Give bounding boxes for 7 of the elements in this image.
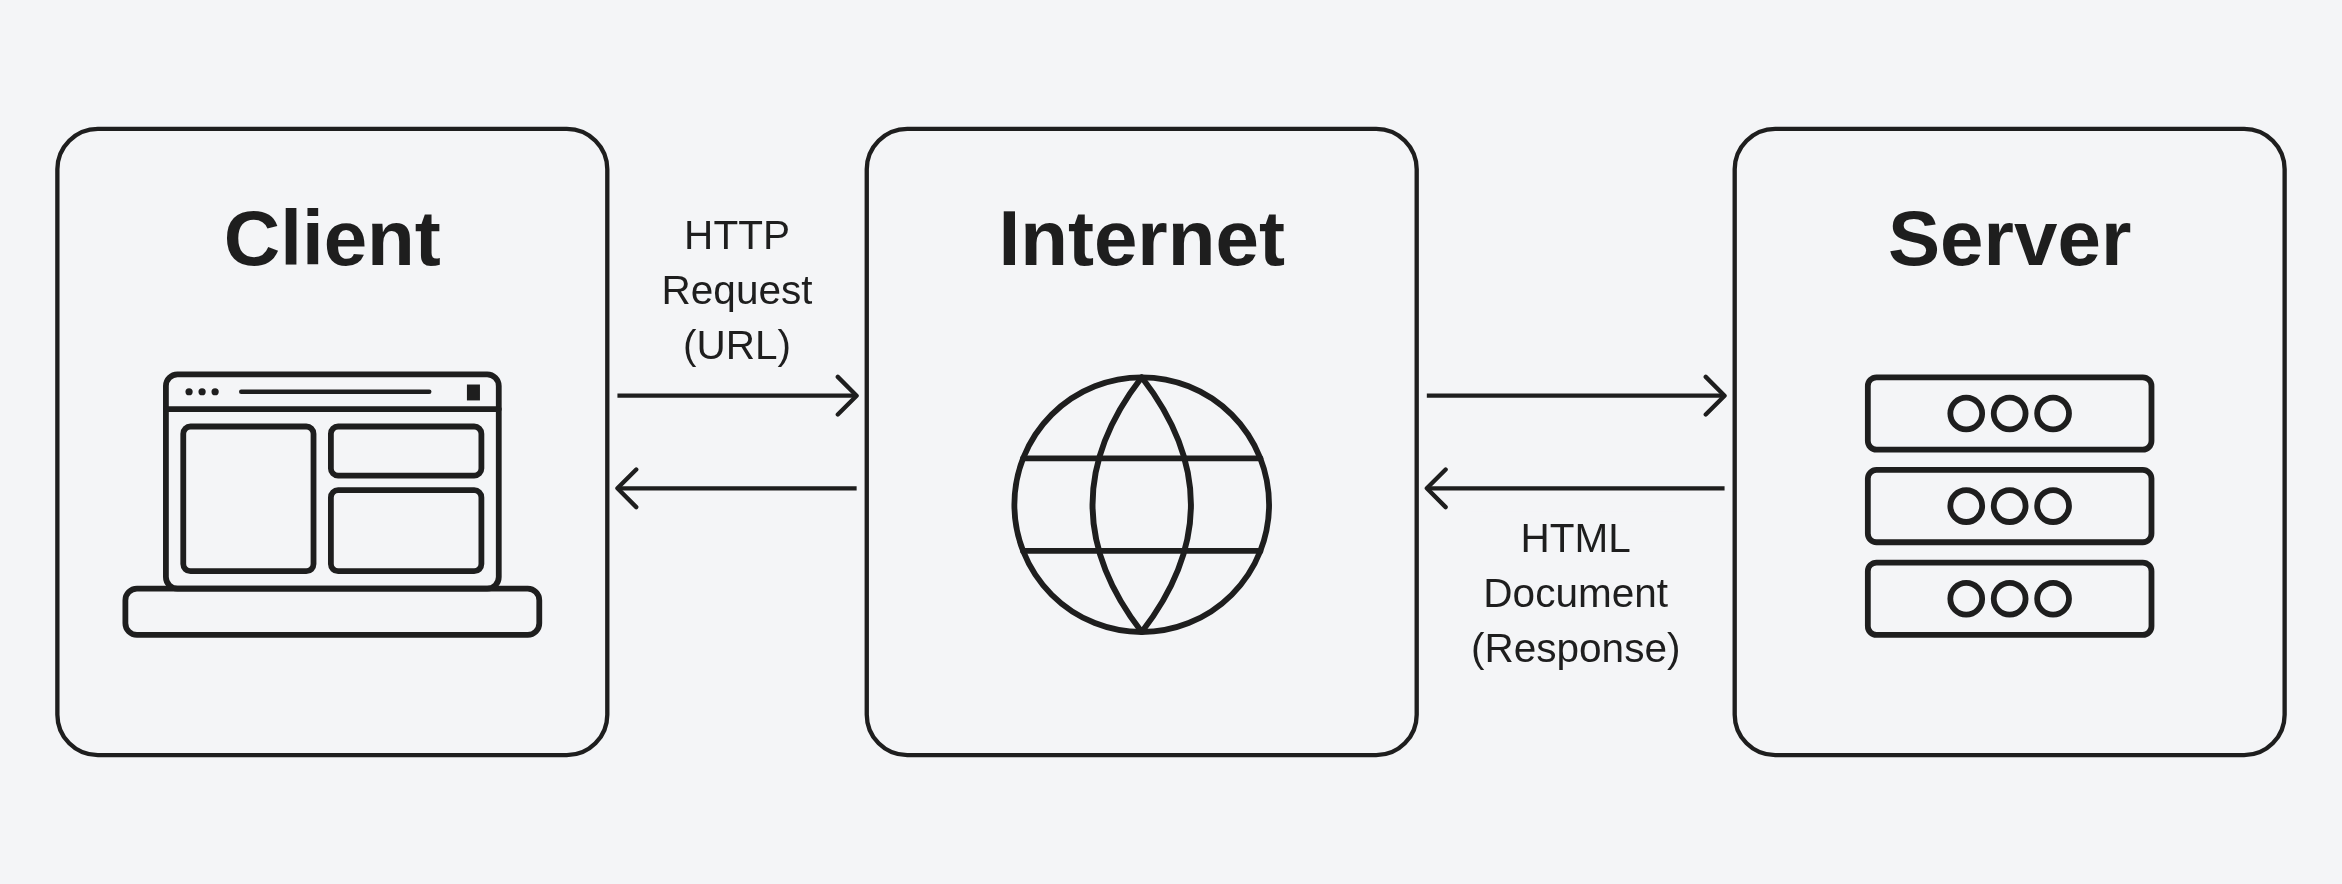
arrow <box>615 467 857 510</box>
arrow <box>1426 374 1727 417</box>
arrow <box>1424 467 1725 510</box>
arrow <box>617 374 859 417</box>
node-title: Internet <box>998 192 1285 283</box>
node-title: Client <box>223 192 441 283</box>
node-title: Server <box>1888 192 2132 283</box>
